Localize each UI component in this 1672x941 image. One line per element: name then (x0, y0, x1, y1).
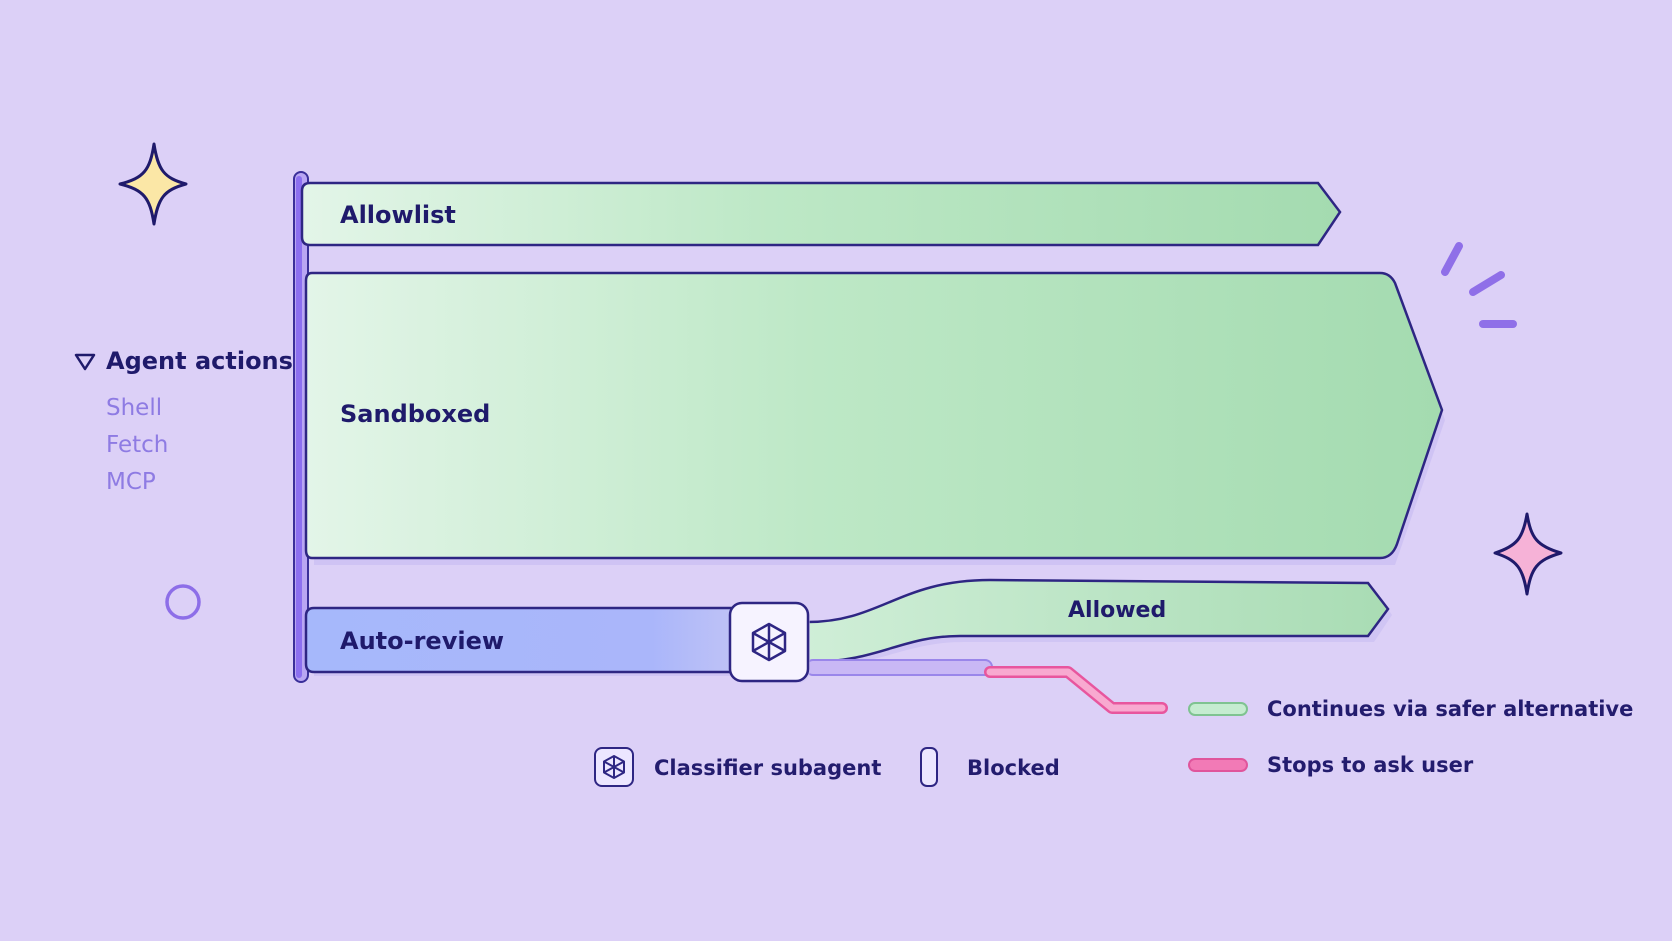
sandboxed-label: Sandboxed (340, 400, 490, 428)
allowed-branch: Allowed (806, 578, 1392, 666)
allowlist-label: Allowlist (340, 201, 456, 229)
legend-continues: Continues via safer alternative (1188, 697, 1633, 721)
legend-continues-label: Continues via safer alternative (1267, 697, 1633, 721)
menu-item-mcp[interactable]: MCP (106, 469, 156, 495)
stops-swatch (1188, 758, 1248, 772)
agent-actions-title[interactable]: Agent actions (106, 347, 293, 375)
legend-stops-label: Stops to ask user (1267, 753, 1474, 777)
burst-lines-icon (1441, 242, 1517, 328)
classifier-node (728, 601, 810, 683)
legend-stops: Stops to ask user (1188, 753, 1474, 777)
sparkle-icon (118, 142, 188, 226)
legend-classifier: Classifier subagent (594, 747, 881, 787)
allowlist-band: Allowlist (300, 181, 1342, 247)
allowed-label: Allowed (1068, 598, 1166, 623)
legend-classifier-label: Classifier subagent (654, 756, 881, 780)
agent-actions-menu: Agent actions Shell Fetch MCP (74, 347, 293, 495)
stops-line (984, 666, 1168, 714)
circle-icon (165, 584, 201, 620)
menu-item-shell[interactable]: Shell (106, 395, 162, 421)
legend: Classifier subagent Blocked Continues vi… (594, 697, 1633, 787)
sparkle-icon (1493, 512, 1563, 596)
menu-item-fetch[interactable]: Fetch (106, 432, 168, 458)
cube-icon (594, 747, 634, 787)
blocked-line (805, 659, 993, 676)
auto-review-band: Auto-review (304, 606, 740, 676)
legend-blocked: Blocked (920, 747, 1060, 787)
blocked-swatch (920, 747, 938, 787)
legend-blocked-label: Blocked (967, 756, 1060, 780)
cube-icon (751, 622, 787, 662)
auto-review-label: Auto-review (340, 627, 504, 655)
sandboxed-band: Sandboxed (304, 271, 1445, 565)
triangle-down-icon[interactable] (74, 353, 96, 371)
continues-swatch (1188, 702, 1248, 716)
